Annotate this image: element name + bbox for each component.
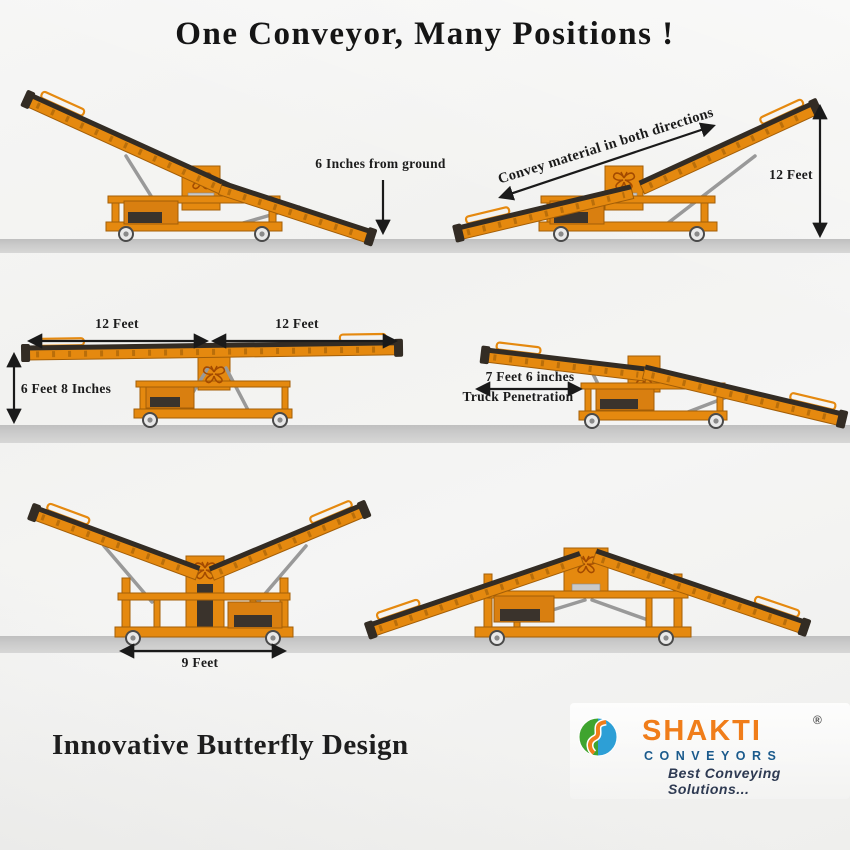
brand-block: SHAKTI ® CONVEYORS Best Conveying Soluti…: [570, 703, 850, 799]
label-7ft6in: 7 Feet 6 inches: [485, 369, 575, 384]
poster-title: One Conveyor, Many Positions !: [175, 16, 675, 52]
conveyor-position-1: [20, 90, 378, 247]
label-right-12-feet: 12 Feet: [275, 316, 319, 331]
label-height-6ft8in: 6 Feet 8 Inches: [20, 381, 112, 396]
conveyor-position-5: [27, 500, 372, 646]
arrow-both-directions: [498, 122, 716, 201]
footer-headline: Innovative Butterfly Design: [52, 729, 409, 761]
ground-strip-middle: [0, 425, 850, 443]
conveyor-position-6: [364, 547, 812, 646]
label-truck-penetration: Truck Penetration: [462, 389, 574, 404]
label-left-12-feet: 12 Feet: [95, 316, 139, 331]
brand-slogan: Best Conveying Solutions...: [668, 765, 781, 797]
ground-strip-top: [0, 239, 850, 253]
conveyor-position-4: [479, 341, 849, 429]
registered-mark: ®: [813, 713, 822, 727]
shakti-logo-icon: [578, 717, 618, 757]
brand-name: SHAKTI: [642, 715, 762, 747]
brand-division: CONVEYORS: [644, 749, 783, 763]
measurement-arrows: [6, 103, 828, 659]
label-ground-clearance: 6 Inches from ground: [315, 156, 446, 171]
label-9-feet: 9 Feet: [181, 655, 219, 670]
label-height-12-feet: 12 Feet: [769, 167, 813, 182]
